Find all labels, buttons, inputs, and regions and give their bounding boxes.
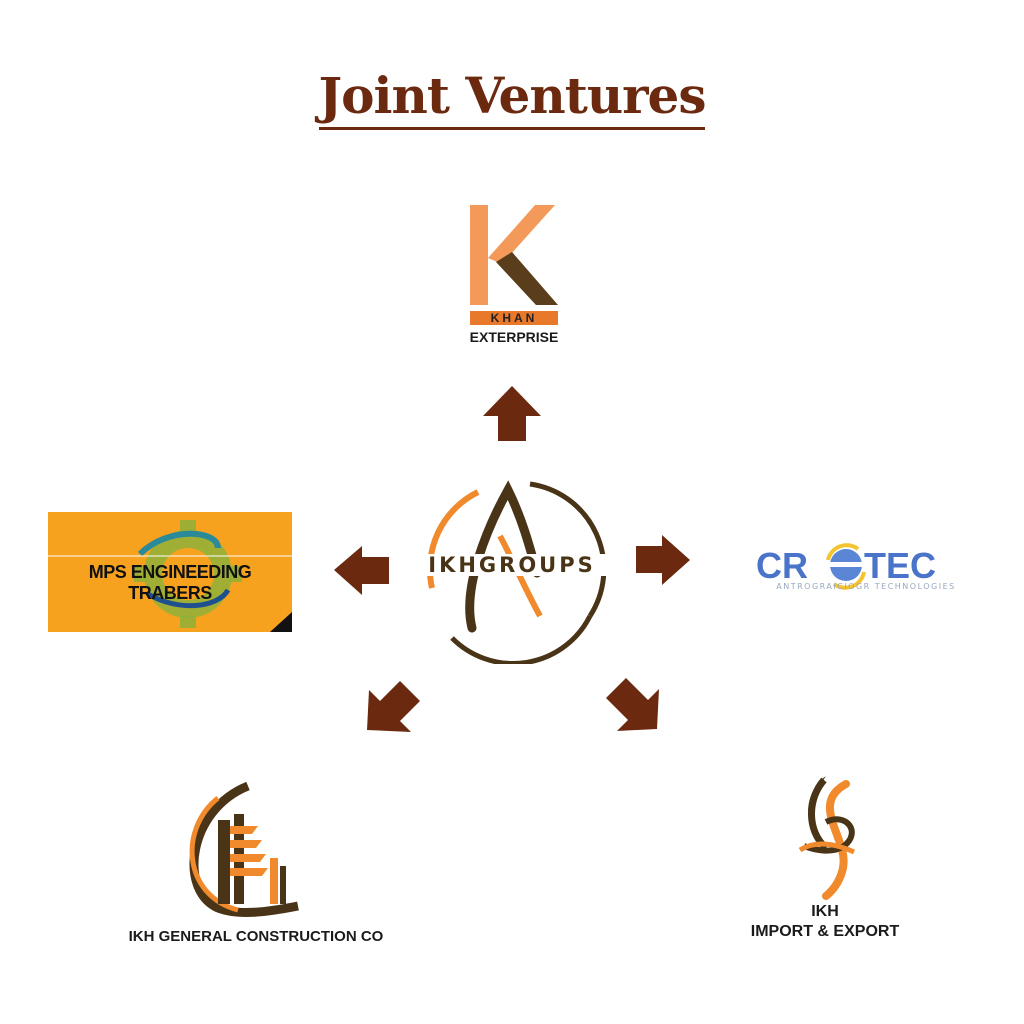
import-export-caption-line1: IKH <box>811 903 839 920</box>
arrow-down-left-icon <box>367 681 420 732</box>
construction-caption: IKH GENERAL CONSTRUCTION CO <box>128 928 384 945</box>
import-export-flame-icon <box>798 776 856 900</box>
crotec-wordmark: CR TEC ANTROGRAICIOGR TECHNOLOGIES <box>756 543 956 591</box>
crotec-name-left: CR <box>756 545 808 586</box>
arrow-down-right-icon <box>606 678 659 731</box>
ikhgroups-center-logo: IKHGROUPS <box>412 478 612 664</box>
arrow-up-icon <box>483 386 541 441</box>
import-export-caption-line2: IMPORT & EXPORT <box>750 923 900 940</box>
ikhgroups-emblem-icon: IKHGROUPS <box>414 480 610 664</box>
ikh-construction-logo <box>178 780 308 920</box>
khan-k-icon: KHAN <box>470 205 558 325</box>
ikh-import-export-logo <box>796 770 866 900</box>
mps-engineeding-logo: MPS ENGINEEDING TRABERS <box>48 512 292 632</box>
construction-building-icon <box>189 781 299 917</box>
page-title: Joint Ventures <box>0 66 1024 130</box>
crotec-name-right: TEC <box>864 545 936 586</box>
khan-badge-text: KHAN <box>491 311 538 325</box>
arrow-right-icon <box>636 535 690 585</box>
crotec-tagline: ANTROGRAICIOGR TECHNOLOGIES <box>776 582 956 591</box>
crotec-logo: CR TEC ANTROGRAICIOGR TECHNOLOGIES <box>736 540 996 610</box>
khan-enterprise-logo: KHAN EXTERPRISE <box>440 200 580 350</box>
crotec-swirl-icon <box>826 543 860 561</box>
ikhgroups-name: IKHGROUPS <box>428 553 596 577</box>
import-export-caption: IKH IMPORT & EXPORT <box>720 902 930 942</box>
mps-gear-icon <box>48 520 292 632</box>
arrow-left-icon <box>334 546 389 595</box>
mps-name: MPS ENGINEEDING TRABERS <box>88 562 252 603</box>
khan-caption: EXTERPRISE <box>469 329 559 345</box>
